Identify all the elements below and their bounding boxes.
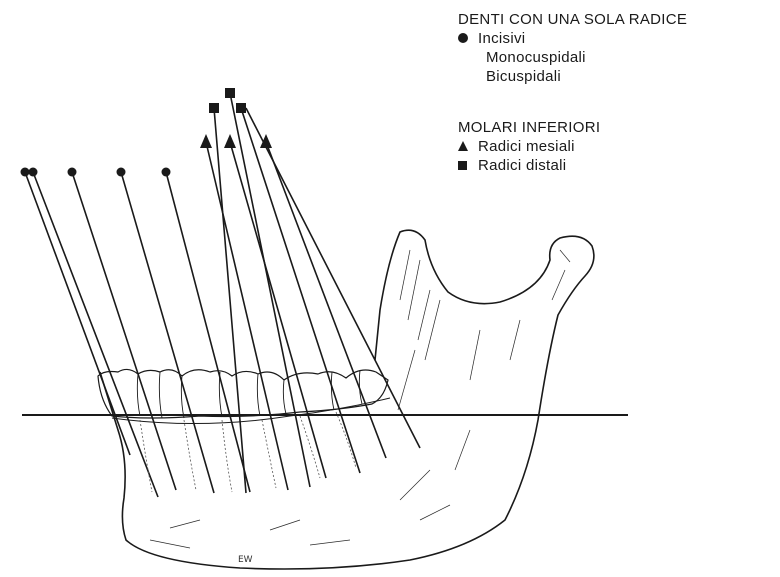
legend-label: Radici distali <box>478 156 566 175</box>
circle-marker <box>117 168 126 177</box>
legend-item-mesial-roots: Radici mesiali <box>458 137 600 156</box>
legend-item-monocuspidali: Monocuspidali <box>458 48 687 67</box>
circle-marker <box>162 168 171 177</box>
circle-marker <box>68 168 77 177</box>
legend-heading-lower-molars: MOLARI INFERIORI <box>458 118 600 137</box>
square-icon <box>458 156 478 175</box>
triangle-marker <box>224 134 236 148</box>
square-marker <box>236 103 246 113</box>
legend-item-incisivi: Incisivi <box>458 29 687 48</box>
square-marker <box>225 88 235 98</box>
triangle-marker <box>200 134 212 148</box>
triangle-icon <box>458 137 478 156</box>
legend-item-bicuspidali: Bicuspidali <box>458 67 687 86</box>
single-root-axes <box>25 172 250 497</box>
legend-lower-molars: MOLARI INFERIORI Radici mesiali Radici d… <box>458 118 600 175</box>
legend-single-root: DENTI CON UNA SOLA RADICE Incisivi Monoc… <box>458 10 687 86</box>
legend-label: Bicuspidali <box>486 67 561 86</box>
legend-label: Monocuspidali <box>486 48 586 67</box>
legend-label: Incisivi <box>478 29 525 48</box>
legend-heading-single-root: DENTI CON UNA SOLA RADICE <box>458 10 687 29</box>
circle-marker <box>21 168 30 177</box>
legend-item-distal-roots: Radici distali <box>458 156 600 175</box>
tooth-crowns <box>98 369 388 418</box>
mandible-outline <box>100 230 594 569</box>
square-marker <box>209 103 219 113</box>
circle-icon <box>458 29 478 48</box>
distal-root-axes <box>214 93 420 493</box>
legend-label: Radici mesiali <box>478 137 575 156</box>
mesial-root-axes <box>206 142 386 490</box>
distal-root-markers <box>209 88 246 113</box>
single-root-markers <box>21 168 171 177</box>
ramus-shading <box>150 250 570 548</box>
artist-signature: EW <box>238 555 253 565</box>
circle-marker <box>29 168 38 177</box>
